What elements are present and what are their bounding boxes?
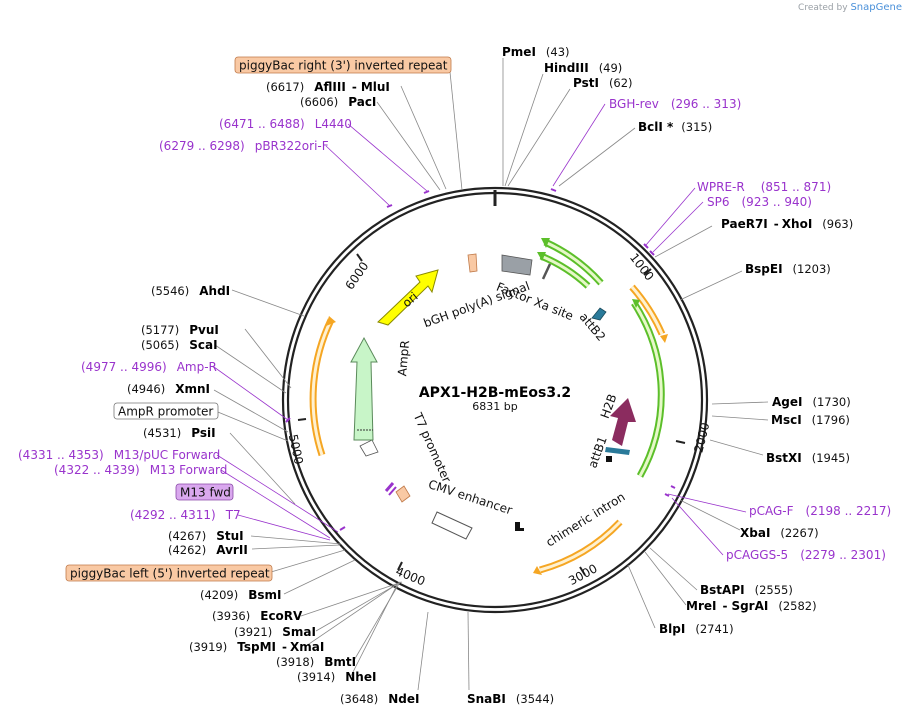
ampr-shape	[350, 336, 378, 441]
enzyme-pmei: PmeI(43)	[502, 45, 570, 59]
factor-xa-label: Factor Xa site	[494, 280, 575, 324]
leader-lines	[212, 58, 769, 691]
primer-bgh-rev: BGH-rev(296 .. 313)	[609, 97, 741, 111]
enzyme-paer7i-xhoi: PaeR7I-XhoI(963)	[721, 217, 853, 231]
primer-wpre-r: WPRE-R(851 .. 871)	[697, 180, 831, 194]
factor-xa-shape	[541, 263, 552, 280]
primer-sp6: SP6(923 .. 940)	[707, 195, 812, 209]
ori-shape	[377, 269, 439, 326]
ampr-promoter-label: AmpR promoter	[118, 405, 213, 419]
tick-label-6000: 6000	[342, 259, 371, 292]
enzyme-hindiii: HindIII(49)	[544, 61, 622, 75]
enzyme-bstxi: BstXI(1945)	[766, 451, 850, 465]
enzyme-bspei: BspEI(1203)	[745, 262, 831, 276]
enzyme-snabi: SnaBI(3544)	[467, 692, 554, 706]
enzyme-smai: (3921)SmaI	[234, 625, 316, 639]
enzyme-bmti: (3918)BmtI	[276, 655, 356, 669]
primer-l4440: (6471 .. 6488)L4440	[219, 117, 352, 131]
piggybac-left-label: piggyBac left (5') inverted repeat	[70, 567, 270, 581]
enzyme-bcli: BclI *(315)	[638, 120, 712, 134]
primer-t7: (4292 .. 4311)T7	[130, 508, 241, 522]
feature-arcs	[309, 238, 668, 575]
enzyme-xbai: XbaI(2267)	[740, 526, 819, 540]
boxed-labels: piggyBac right (3') inverted repeat pigg…	[65, 56, 452, 582]
feature-shapes	[350, 253, 636, 540]
primer-m13-puc-forward: (4331 .. 4353)M13/pUC Forward	[18, 448, 220, 462]
enzyme-ecorv: (3936)EcoRV	[212, 609, 303, 623]
tick-label-5000: 5000	[286, 433, 306, 466]
primer-pcaggs-5: pCAGGS-5(2279 .. 2301)	[726, 548, 886, 562]
snapgene-brand: Created by SnapGene	[798, 2, 902, 13]
primer-markers	[285, 188, 676, 531]
enzyme-paci: (6606)PacI	[300, 95, 376, 109]
ampr-label: AmpR	[395, 340, 412, 377]
tick-label-3000: 3000	[566, 561, 600, 588]
m13-fwd-label: M13 fwd	[180, 486, 231, 500]
enzyme-bsmi: (4209)BsmI	[200, 588, 282, 602]
primer-pbr322ori-f: (6279 .. 6298)pBR322ori-F	[159, 139, 329, 153]
enzyme-scai: (5065)ScaI	[141, 338, 218, 352]
enzyme-msci: MscI(1796)	[771, 413, 850, 427]
enzyme-stui: (4267)StuI	[168, 529, 244, 543]
cmv-enhancer-shape	[431, 511, 473, 540]
enzyme-psti: PstI(62)	[573, 76, 633, 90]
attb1-shape	[605, 447, 630, 455]
enzyme-pvui: (5177)PvuI	[141, 323, 219, 337]
piggybac-left-shape	[395, 485, 411, 503]
bgh-polya-shape	[501, 254, 533, 276]
enzyme-ahdi: (5546)AhdI	[151, 284, 230, 298]
piggybac-right-label: piggyBac right (3') inverted repeat	[239, 59, 448, 73]
backbone	[281, 186, 709, 614]
snapgene-logo: SnapGene	[850, 2, 902, 13]
enzyme-mrei-sgrai: MreI-SgrAI(2582)	[686, 599, 817, 613]
primer-m13-forward: (4322 .. 4339)M13 Forward	[54, 463, 227, 477]
h2b-shape	[610, 398, 636, 446]
chimeric-intron-label: chimeric intron	[543, 490, 627, 550]
feature-labels: bGH poly(A) signal Factor Xa site attB2 …	[395, 279, 627, 550]
piggybac-right-shape	[467, 253, 478, 273]
enzyme-nhei: (3914)NheI	[297, 670, 376, 684]
primer-leader-lines	[213, 103, 747, 556]
t7-promoter-label: T7 promoter	[410, 410, 454, 485]
chimeric-intron-marker	[515, 522, 524, 531]
plasmid-name: APX1-H2B-mEos3.2	[419, 385, 571, 401]
primer-labels: BGH-rev(296 .. 313) WPRE-R(851 .. 871) S…	[18, 97, 891, 562]
enzyme-agei: AgeI(1730)	[772, 395, 851, 409]
enzyme-psii: (4531)PsiI	[143, 426, 216, 440]
t7-promoter-shape	[359, 439, 379, 457]
primer-pcag-f: pCAG-F(2198 .. 2217)	[749, 504, 891, 518]
tick-label-2000: 2000	[691, 421, 712, 454]
attb2-shape	[591, 307, 607, 321]
enzyme-bstapi: BstAPI(2555)	[700, 583, 793, 597]
enzyme-ndei: (3648)NdeI	[340, 692, 420, 706]
enzyme-avrii: (4262)AvrII	[168, 543, 248, 557]
enzyme-tspmi-xmai: (3919)TspMI-XmaI	[189, 640, 324, 654]
enzyme-blpi: BlpI(2741)	[659, 622, 734, 636]
enzyme-labels: PmeI(43) HindIII(49) PstI(62) BclI *(315…	[127, 45, 853, 706]
primer-amp-r: (4977 .. 4996)Amp-R	[81, 360, 217, 374]
plasmid-size: 6831 bp	[472, 400, 517, 413]
attb1-marker	[606, 456, 612, 462]
enzyme-afliii-mlui: (6617)AflIII-MluI	[266, 80, 390, 94]
cmv-enhancer-label: CMV enhancer	[427, 477, 514, 517]
enzyme-xmni: (4946)XmnI	[127, 382, 210, 396]
